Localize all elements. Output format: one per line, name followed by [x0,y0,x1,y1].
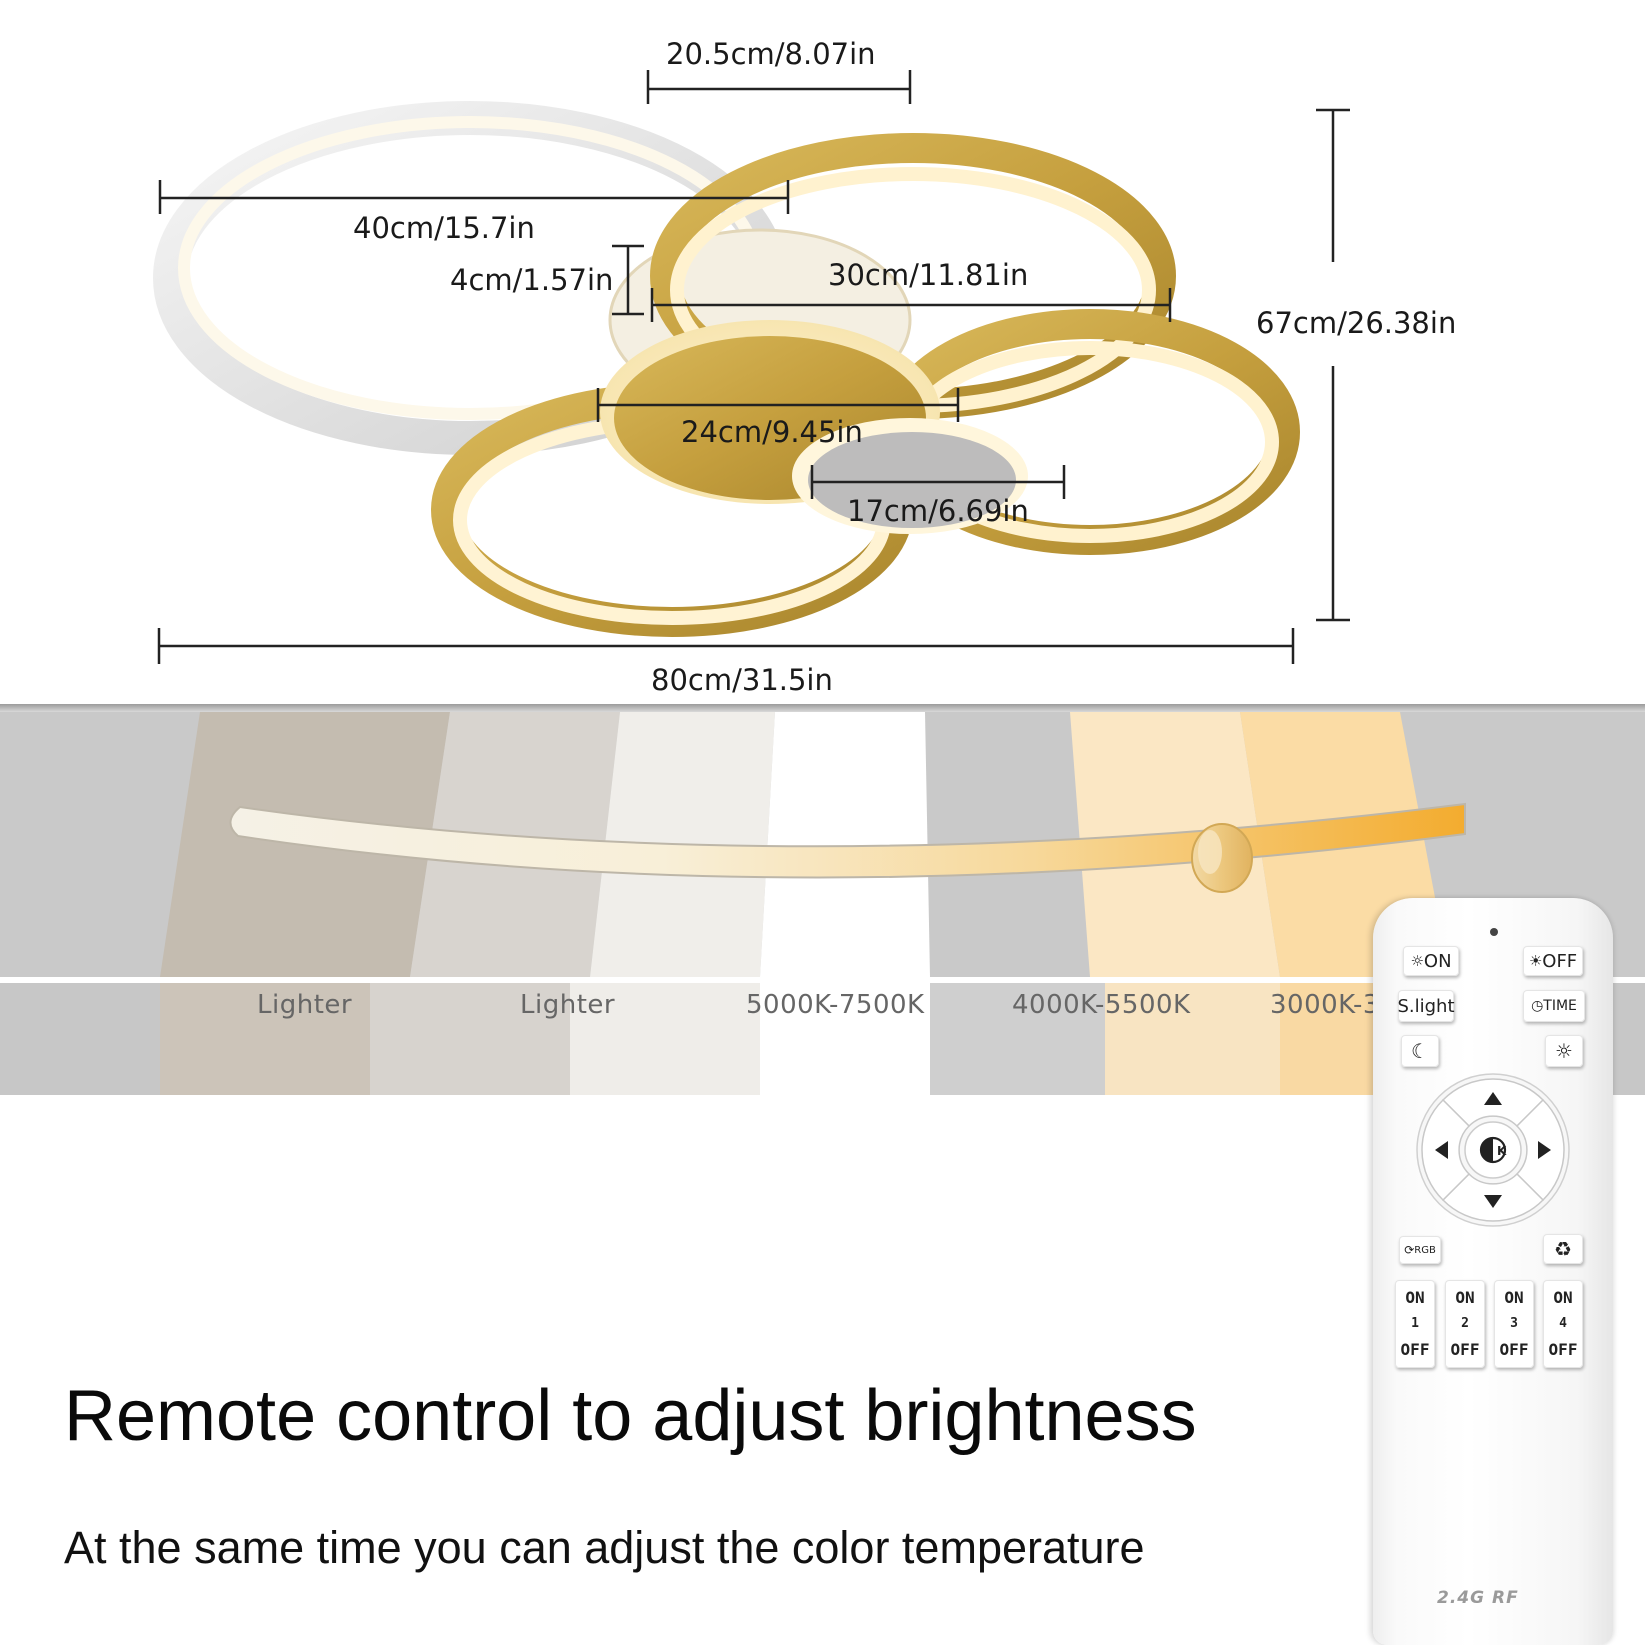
channel-off-label: OFF [1450,1340,1480,1360]
headline-text: Remote control to adjust brightness [64,1376,1197,1456]
brightness-icon: ☼ [1555,1039,1573,1063]
channel-off-label: OFF [1548,1340,1578,1360]
channel-4-button[interactable]: ON 4 OFF [1543,1280,1583,1368]
subline-text: At the same time you can adjust the colo… [64,1522,1145,1573]
silver-disc [808,432,1016,528]
rgb-mode-button[interactable]: ⟳ RGB [1399,1236,1441,1264]
channel-number: 1 [1411,1316,1419,1332]
dim-medium-ring: 30cm/11.81in [828,258,1029,292]
moon-star-icon: ☾ [1411,1039,1429,1063]
night-mode-button[interactable]: ☾ [1401,1035,1439,1067]
temp-swatch-4 [760,983,930,1095]
temp-label-3000k: 3000K-3 [1270,990,1380,1020]
color-temperature-half-icon [1481,1138,1493,1162]
rgb-label: RGB [1414,1244,1436,1256]
center-k-label: K [1497,1144,1507,1158]
channel-on-label: ON [1553,1287,1573,1307]
channel-off-label: OFF [1499,1340,1529,1360]
recycle-mode-button[interactable]: ♻ [1543,1234,1583,1264]
dimension-diagram: 20.5cm/8.07in 40cm/15.7in 4cm/1.57in 30c… [0,0,1645,700]
dim-smallest-ring: 17cm/6.69in [847,494,1029,528]
dim-small-ring: 24cm/9.45in [681,415,863,449]
sun-filled-icon: ☀ [1528,952,1543,970]
dim-thickness: 4cm/1.57in [450,263,614,297]
temp-label-5000k: 5000K-7500K [746,990,925,1020]
arrow-right-icon [1538,1141,1551,1159]
temp-swatch-5 [930,983,1105,1095]
power-on-button[interactable]: ☼ ON [1403,946,1459,976]
recycle-icon: ♻ [1554,1237,1572,1261]
dim-height-total: 67cm/26.38in [1256,306,1457,340]
channel-1-button[interactable]: ON 1 OFF [1395,1280,1435,1368]
arrow-up-icon [1484,1092,1502,1105]
temp-label-lighter-1: Lighter [257,990,353,1020]
dimension-lines [157,70,1350,664]
s-light-button[interactable]: S.light [1397,990,1455,1022]
temp-label-lighter-2: Lighter [520,990,616,1020]
dim-top-spacing: 20.5cm/8.07in [666,37,876,71]
clock-icon: ◷ [1531,998,1544,1014]
arrow-left-icon [1435,1141,1448,1159]
knob-highlight [1198,830,1222,874]
channel-number: 3 [1510,1316,1518,1332]
section-divider [0,704,1645,712]
temp-swatch-2 [370,983,570,1095]
sun-outline-icon: ☼ [1410,952,1424,970]
temp-swatch-1 [160,983,370,1095]
rgb-cycle-icon: ⟳ [1404,1243,1415,1257]
lamp-illustration [153,70,1350,664]
temp-band-4 [760,712,930,977]
temp-swatch-6 [1105,983,1280,1095]
temp-swatch-7 [1280,983,1380,1095]
channel-on-label: ON [1455,1287,1475,1307]
power-on-label: ON [1423,950,1452,972]
temp-swatch-3 [570,983,760,1095]
channel-3-button[interactable]: ON 3 OFF [1494,1280,1534,1368]
temperature-slider-track[interactable] [229,802,1466,879]
channel-number: 2 [1461,1316,1469,1332]
rf-frequency-label: 2.4G RF [1437,1588,1519,1608]
remote-control: ☼ ON ☀ OFF S.light ◷ TIME ☾ ☼ K ⟳ RGB ♻ [1373,898,1613,1645]
channel-on-label: ON [1504,1287,1524,1307]
temp-label-4000k: 4000K-5500K [1012,990,1191,1020]
channel-number: 4 [1559,1316,1567,1332]
power-off-label: OFF [1542,950,1578,972]
arrow-down-icon [1484,1195,1502,1208]
s-light-label: S.light [1397,995,1455,1017]
dim-width-total: 80cm/31.5in [651,663,833,697]
color-temperature-band: Lighter Lighter 5000K-7500K 4000K-5500K … [0,712,1645,1144]
brightness-mode-button[interactable]: ☼ [1545,1035,1583,1067]
timer-button[interactable]: ◷ TIME [1523,990,1585,1022]
channel-on-label: ON [1405,1287,1425,1307]
timer-label: TIME [1543,998,1577,1014]
channel-2-button[interactable]: ON 2 OFF [1445,1280,1485,1368]
channel-off-label: OFF [1400,1340,1430,1360]
power-off-button[interactable]: ☀ OFF [1523,946,1583,976]
direction-pad[interactable]: K [1413,1070,1573,1230]
temperature-graphic [0,712,1645,1095]
dim-large-ring: 40cm/15.7in [353,211,535,245]
ir-indicator [1490,928,1498,936]
